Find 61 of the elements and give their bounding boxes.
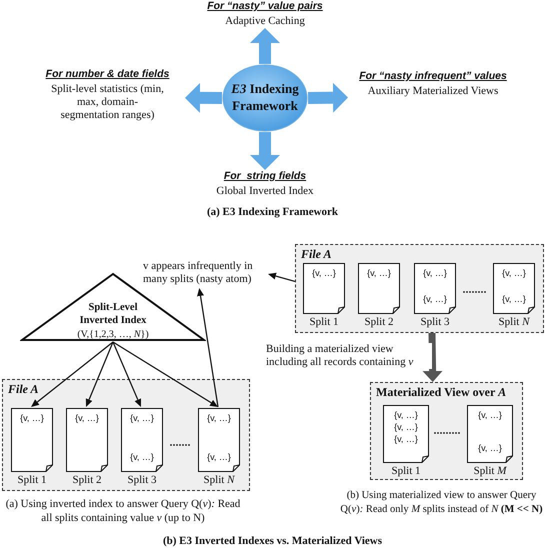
record-text: {v, …}: [129, 413, 155, 424]
split-label: Split 2: [363, 316, 395, 329]
split-label: Split 2: [71, 474, 103, 487]
body-text: Adaptive Caching: [224, 15, 306, 28]
annotation-text: v appears infrequently in many splits (nasty atom): [143, 260, 268, 288]
arrow: [112, 341, 218, 407]
record-text: {v, …}: [393, 434, 419, 445]
body-text: Auxiliary Materialized Views: [366, 85, 500, 98]
index-title: Split-Level Inverted Index: [78, 301, 148, 327]
body-text: Split-level statistics (min, max, domain-segmentation ranges): [50, 83, 165, 122]
record-text: {v, …}: [206, 452, 232, 463]
index-entry: (V,{1,2,3, …, N}): [76, 328, 150, 341]
block-arrow: [422, 332, 443, 382]
split-label: Split 3: [419, 316, 451, 329]
edge-label: Building a materialized view including all records containing v: [266, 343, 432, 369]
split-label: Split 3: [126, 474, 158, 487]
caption: (b) Using materialized view to answer Query Q(v): Read only M splits instead of N (M << N): [339, 489, 544, 517]
dashed-panel: [2, 379, 250, 491]
heading-text: For number & date fields: [44, 68, 170, 81]
panel-title: File A: [301, 247, 332, 262]
arrow: [31, 342, 114, 407]
record-text: {v, …}: [501, 268, 527, 279]
panel-title: File A: [8, 382, 39, 397]
split-label: Split M: [472, 465, 508, 478]
split-label: Split 1: [16, 474, 48, 487]
caption: (a) Using inverted index to answer Query Q(v): Read all splits containing value v (up to N): [4, 497, 242, 525]
heading-text: For “nasty” value pairs: [206, 0, 324, 13]
caption: (b) E3 Inverted Indexes vs. Materialized Views: [162, 534, 384, 548]
record-text: {v, …}: [393, 422, 419, 433]
block-arrow: [250, 28, 280, 64]
dashed-panel: [295, 244, 544, 333]
heading-text: For string fields: [222, 170, 308, 183]
dashed-panel: [370, 382, 523, 480]
heading-text: For “nasty infrequent” values: [358, 70, 508, 83]
record-text: {v, …}: [74, 413, 100, 424]
block-arrow: [308, 82, 348, 113]
node-label: E3 Indexing Framework: [230, 80, 300, 114]
body-text: Global Inverted Index: [215, 185, 315, 198]
record-text: {v, …}: [477, 410, 503, 421]
block-arrow: [185, 82, 222, 113]
arrow: [268, 272, 296, 282]
arrow: [112, 342, 142, 408]
record-text: {v, …}: [366, 268, 392, 279]
record-text: {v, …}: [477, 443, 503, 454]
record-text: {v, …}: [501, 294, 527, 305]
split-label: Split N: [202, 474, 236, 487]
split-label: Split 1: [390, 465, 422, 478]
record-text: {v, …}: [422, 294, 448, 305]
split-label: Split 1: [308, 316, 340, 329]
caption: (a) E3 Indexing Framework: [206, 205, 340, 219]
arrow: [197, 288, 219, 408]
record-text: {v, …}: [206, 413, 232, 424]
split-label: Split N: [498, 316, 531, 329]
record-text: {v, …}: [393, 410, 419, 421]
record-text: {v, …}: [422, 268, 448, 279]
panel-title: Materialized View over A: [376, 385, 506, 400]
record-text: {v, …}: [129, 452, 155, 463]
record-text: {v, …}: [311, 268, 337, 279]
record-text: {v, …}: [19, 413, 45, 424]
block-arrow: [250, 132, 280, 170]
arrow: [86, 342, 114, 407]
